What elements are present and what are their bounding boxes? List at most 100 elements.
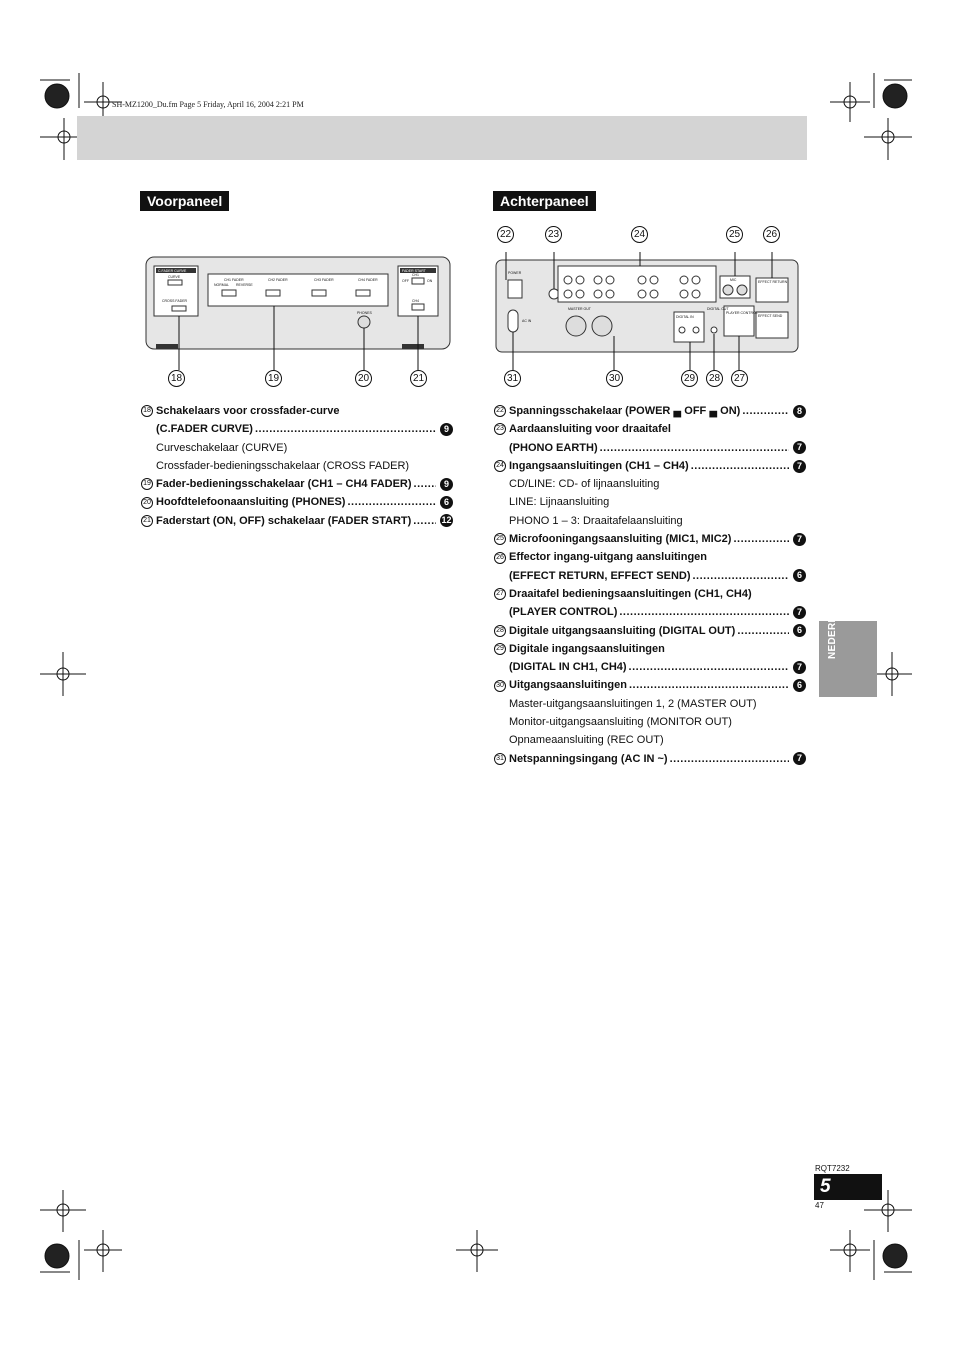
- page-ref-badge: 7: [793, 441, 806, 455]
- player-control-label: PLAYER CONTROL: [726, 311, 758, 315]
- fader-start-label: FADER START: [402, 269, 427, 273]
- ch1-short-label: CH1: [412, 273, 419, 277]
- item-sub-line: Monitor-uitgangsaansluiting (MONITOR OUT…: [509, 716, 732, 729]
- on-label: ON: [427, 279, 433, 283]
- phones-label: PHONES: [357, 311, 372, 315]
- item-row: (DIGITAL IN CH1, CH4)7: [494, 658, 806, 676]
- callout-28: 28: [706, 370, 723, 387]
- callout-23: 23: [545, 226, 562, 243]
- reverse-label: REVERSE: [236, 283, 253, 287]
- page-number: 5: [814, 1174, 882, 1200]
- item-sub-line: CD/LINE: CD- of lijnaansluiting: [509, 478, 660, 491]
- item-number: [494, 442, 506, 454]
- callout-30: 30: [606, 370, 623, 387]
- page-ref-badge: 8: [793, 404, 806, 418]
- page-ref-badge: 7: [793, 605, 806, 619]
- item-sub-line: Master-uitgangsaansluitingen 1, 2 (MASTE…: [509, 697, 757, 710]
- item-title: (EFFECT RETURN, EFFECT SEND): [509, 569, 691, 582]
- callout-25: 25: [726, 226, 743, 243]
- item-row: (EFFECT RETURN, EFFECT SEND) 6: [494, 567, 806, 585]
- normal-label: NORMAL: [214, 283, 229, 287]
- page-ref-badge: 6: [440, 496, 453, 510]
- item-number: [494, 570, 506, 582]
- item-number: 21: [141, 514, 153, 527]
- item-title: (PLAYER CONTROL): [509, 606, 618, 619]
- rear-panel-diagram: POWER AC IN MASTER OUT DIGITAL IN DIGITA…: [495, 252, 799, 370]
- master-out-label: MASTER OUT: [568, 307, 592, 311]
- item-title: Draaitafel bedieningsaansluitingen (CH1,…: [509, 587, 752, 600]
- page-number-small: 47: [815, 1201, 824, 1210]
- item-number: 29: [494, 643, 506, 655]
- leader-dots: [255, 420, 436, 438]
- digital-out-label: DIGITAL OUT: [707, 307, 729, 311]
- item-number: 25: [494, 533, 506, 546]
- item-title: Schakelaars voor crossfader-curve: [156, 405, 340, 417]
- page-ref-badge: 6: [793, 679, 806, 693]
- effect-send-label: EFFECT SEND: [758, 314, 783, 318]
- leader-dots: [691, 457, 789, 475]
- doc-code: RQT7232: [815, 1164, 850, 1173]
- callout-20: 20: [355, 370, 372, 387]
- item-row: (C.FADER CURVE)9: [141, 420, 453, 438]
- callout-21: 21: [410, 370, 427, 387]
- item-number: 20: [141, 496, 153, 509]
- power-label: POWER: [508, 271, 522, 275]
- item-title: Ingangsaansluitingen (CH1 – CH4): [509, 459, 689, 472]
- item-sub-line: Curveschakelaar (CURVE): [156, 441, 288, 454]
- callout-29: 29: [681, 370, 698, 387]
- header-band: [77, 116, 807, 160]
- leader-dots: [733, 530, 789, 548]
- cross-fader-label: CROSS FADER: [162, 299, 188, 303]
- item-number: 27: [494, 588, 506, 601]
- leader-dots: [693, 567, 790, 585]
- item-title: Aardaansluiting voor draaitafel: [509, 423, 671, 436]
- digital-in-label: DIGITAL IN: [676, 315, 694, 319]
- page-ref-badge: 9: [440, 422, 453, 436]
- item-sub-line: PHONO 1 – 3: Draaitafelaansluiting: [509, 514, 683, 527]
- callout-18: 18: [168, 370, 185, 387]
- item-title: Digitale ingangsaansluitingen: [509, 642, 665, 655]
- item-number: [494, 606, 506, 618]
- ch1-label: CH1 FADER: [224, 278, 244, 282]
- item-title: Uitgangsaansluitingen: [509, 679, 627, 692]
- item-number: 23: [494, 423, 506, 436]
- item-number: 24: [494, 460, 506, 473]
- effect-return-label: EFFECT RETURN: [758, 280, 788, 284]
- item-row: 30Uitgangsaansluitingen6: [494, 676, 806, 694]
- leader-dots: [413, 512, 436, 530]
- page-ref-badge: 9: [440, 477, 453, 491]
- front-panel-diagram: C.FADER CURVE CURVE CROSS FADER CH1 FADE…: [145, 256, 451, 370]
- item-title: Hoofdtelefoonaansluiting (PHONES): [156, 496, 346, 509]
- file-header: SH-MZ1200_Du.fm Page 5 Friday, April 16,…: [112, 100, 304, 109]
- item-number: 31: [494, 752, 506, 765]
- item-number: 19: [141, 478, 153, 491]
- callout-26: 26: [763, 226, 780, 243]
- leader-dots: [670, 750, 789, 768]
- item-title: Netspanningsingang (AC IN ~): [509, 752, 668, 765]
- item-row: (PHONO EARTH)7: [494, 439, 806, 457]
- leader-dots: [619, 603, 789, 621]
- fader-curve-label: C.FADER CURVE: [158, 269, 187, 273]
- page-ref-badge: 6: [793, 569, 806, 583]
- ch4-label: CH4 FADER: [358, 278, 378, 282]
- item-title: Effector ingang-uitgang aansluitingen: [509, 551, 707, 564]
- ch3-label: CH3 FADER: [314, 278, 334, 282]
- item-sub-line: Opnameaansluiting (REC OUT): [509, 734, 664, 747]
- callout-24: 24: [631, 226, 648, 243]
- mic-label: MIC: [730, 278, 737, 282]
- callout-31: 31: [504, 370, 521, 387]
- rear-panel-heading: Achterpaneel: [493, 191, 596, 211]
